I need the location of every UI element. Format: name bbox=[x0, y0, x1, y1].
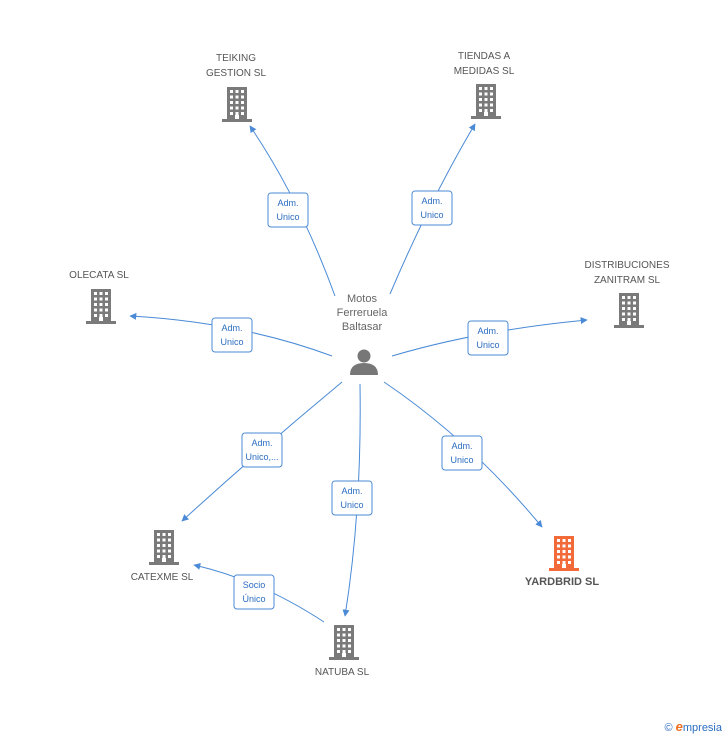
edge-center-to-olecata: Adm. Unico bbox=[129, 312, 333, 357]
edges-layer: Adm.UnicoAdm.UnicoAdm.UnicoAdm.UnicoAdm.… bbox=[129, 123, 588, 623]
edge-role-box[interactable] bbox=[241, 432, 283, 468]
person-icon[interactable] bbox=[350, 349, 378, 376]
company-name[interactable]: MEDIDAS SL bbox=[454, 66, 515, 77]
company-name[interactable]: TIENDAS A bbox=[458, 51, 511, 62]
company-name[interactable]: NATUBA SL bbox=[315, 667, 370, 678]
edge-role-text: Unico bbox=[420, 210, 443, 220]
edge-center-to-tiendas: Adm. Unico bbox=[389, 123, 476, 295]
edge-role-box[interactable] bbox=[267, 192, 309, 228]
brand-logo-e: e bbox=[675, 719, 683, 734]
brand-footer: ©empresia bbox=[665, 719, 722, 734]
company-name[interactable]: YARDBRID SL bbox=[525, 576, 599, 588]
edge-center-to-teiking: Adm. Unico bbox=[249, 125, 336, 297]
building-icon bbox=[471, 84, 501, 119]
edge-role-text: Unico bbox=[450, 455, 473, 465]
company-node-natuba[interactable]: NATUBA SL bbox=[315, 625, 370, 678]
company-name[interactable]: OLECATA SL bbox=[69, 270, 129, 281]
building-icon bbox=[614, 293, 644, 328]
company-node-tiendas[interactable]: TIENDAS A MEDIDAS SL bbox=[454, 51, 515, 119]
person-name-line: Ferreruela bbox=[337, 307, 389, 319]
edge-role-text: Socio bbox=[243, 580, 266, 590]
person-name-line: Baltasar bbox=[342, 321, 383, 333]
company-name[interactable]: ZANITRAM SL bbox=[594, 275, 661, 286]
company-node-olecata[interactable]: OLECATA SL bbox=[69, 270, 129, 324]
edge-center-to-catexme: Adm. Unico,... bbox=[181, 381, 343, 522]
edge-role-box[interactable] bbox=[467, 320, 509, 356]
edge-center-to-yardbrid: Adm. Unico bbox=[383, 381, 543, 528]
building-icon bbox=[86, 289, 116, 324]
company-name[interactable]: TEIKING bbox=[216, 53, 256, 64]
edge-role-text: Adm. bbox=[451, 441, 472, 451]
edge-role-text: Unico bbox=[220, 337, 243, 347]
edge-center-to-distribuciones: Adm. Unico bbox=[391, 317, 588, 357]
copyright-symbol: © bbox=[664, 722, 673, 734]
edge-role-text: Unico bbox=[276, 212, 299, 222]
person-name-line: Motos bbox=[347, 293, 377, 305]
edge-role-box[interactable] bbox=[211, 317, 253, 353]
company-node-teiking[interactable]: TEIKING GESTION SL bbox=[206, 53, 266, 122]
building-icon bbox=[149, 530, 179, 565]
company-name[interactable]: DISTRIBUCIONES bbox=[584, 260, 669, 271]
edge-role-box[interactable] bbox=[331, 480, 373, 516]
edge-role-text: Unico,... bbox=[245, 452, 278, 462]
edge-role-text: Adm. bbox=[341, 486, 362, 496]
building-icon bbox=[549, 536, 579, 571]
edge-role-text: Adm. bbox=[251, 438, 272, 448]
edge-role-text: Adm. bbox=[477, 326, 498, 336]
edge-role-box[interactable] bbox=[411, 190, 453, 226]
company-name[interactable]: CATEXME SL bbox=[131, 572, 194, 583]
edge-role-text: Unico bbox=[340, 500, 363, 510]
company-node-yardbrid[interactable]: YARDBRID SL bbox=[525, 536, 599, 588]
edge-role-text: Unico bbox=[476, 340, 499, 350]
company-node-catexme[interactable]: CATEXME SL bbox=[131, 530, 194, 583]
edge-role-text: Adm. bbox=[221, 323, 242, 333]
company-name[interactable]: GESTION SL bbox=[206, 68, 266, 79]
brand-name: mpresia bbox=[682, 722, 722, 734]
edge-role-text: Adm. bbox=[277, 198, 298, 208]
building-icon bbox=[222, 87, 252, 122]
edge-center-to-natuba: Adm. Unico bbox=[331, 383, 373, 617]
building-icon bbox=[329, 625, 359, 660]
edge-role-text: Adm. bbox=[421, 196, 442, 206]
edge-role-box[interactable] bbox=[441, 435, 483, 471]
company-node-distribuciones[interactable]: DISTRIBUCIONES ZANITRAM SL bbox=[584, 260, 670, 328]
edge-role-box[interactable] bbox=[233, 574, 275, 610]
edge-role-text: Único bbox=[242, 594, 265, 604]
